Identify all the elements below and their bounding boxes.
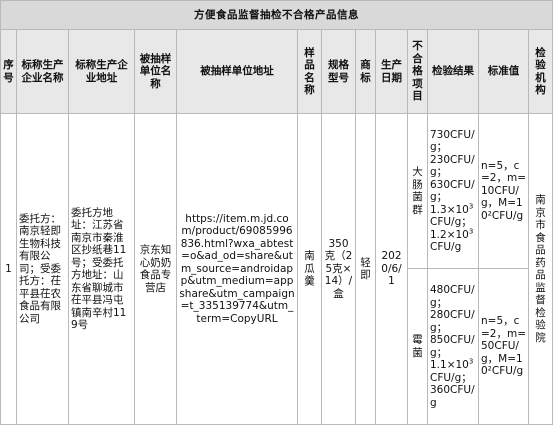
cell-producer-name: 委托方：南京轻即生物科技有限公司；受委托方：茌平县茌农食品有限公司: [16, 113, 69, 425]
cell-result-mold: 480CFU/g； 280CFU/g； 850CFU/g； 1.1×103 CF…: [427, 268, 479, 425]
header-institution: 检验机构: [527, 29, 553, 114]
cell-index: 1: [0, 113, 17, 425]
cell-item-mold: 霉菌: [407, 268, 428, 425]
cell-sampled-address: https://item.m.jd.com/product/6908599683…: [176, 113, 298, 425]
cell-producer-address: 委托方地址：江苏省南京市秦淮区抄纸巷11号；受委托方地址：山东省聊城市茌平县冯屯…: [68, 113, 135, 425]
table-row: 霉菌 480CFU/g； 280CFU/g； 850CFU/g； 1.1×103…: [1, 268, 553, 425]
header-producer-address: 标称生产企业地址: [68, 29, 135, 114]
header-failed-item: 不合格项目: [407, 29, 428, 114]
result-value: CFU/g: [430, 241, 462, 253]
cell-sampled-name: 京东知心奶奶食品专营店: [134, 113, 177, 425]
result-exponent: 3: [468, 202, 474, 210]
result-value: 1.1×10: [430, 359, 469, 371]
result-value: 1.3×10: [430, 203, 469, 216]
header-standard: 标准值: [478, 29, 529, 114]
header-date: 生产日期: [375, 29, 408, 114]
table-title: 方便食品监督抽检不合格产品信息: [0, 0, 553, 30]
cell-spec: 350克（25克×14）/盒: [321, 113, 356, 425]
result-value: CFU/g；: [430, 216, 472, 228]
header-brand: 商标: [355, 29, 376, 114]
result-value: CFU/g；: [430, 371, 472, 384]
cell-institution: 南京市食品药品监督检验院: [527, 113, 553, 425]
result-exponent: 3: [468, 357, 474, 366]
result-value: 850CFU/g；: [430, 334, 475, 359]
cell-result-coliform: 730CFU/g； 230CFU/g； 630CFU/g； 1.3×103 CF…: [427, 113, 479, 269]
result-value: 730CFU/g；: [430, 128, 475, 154]
cell-standard-mold: n=5，c=2，m=50CFU/g，M=10²CFU/g: [478, 268, 529, 425]
cell-item-coliform: 大肠菌群: [407, 113, 428, 269]
cell-brand: 轻即: [355, 113, 376, 425]
result-value: 1.2×10: [430, 228, 469, 241]
header-spec: 规格型号: [321, 29, 356, 114]
header-sampled-address: 被抽样单位地址: [176, 29, 298, 114]
header-sampled-name: 被抽样单位名称: [134, 29, 177, 114]
table-row: 1 委托方：南京轻即生物科技有限公司；受委托方：茌平县茌农食品有限公司 委托方地…: [0, 113, 553, 425]
header-index: 序号: [0, 29, 17, 114]
cell-sample-name: 南瓜羹: [297, 113, 322, 425]
result-value: 360CFU/g: [430, 384, 475, 409]
result-value: 630CFU/g；: [430, 178, 475, 204]
header-producer-name: 标称生产企业名称: [16, 29, 69, 114]
cell-date: 2020/6/1: [375, 113, 408, 425]
result-value: 280CFU/g；: [430, 309, 475, 334]
header-result: 检验结果: [427, 29, 479, 114]
result-exponent: 3: [468, 227, 474, 235]
result-value: 480CFU/g；: [430, 284, 475, 309]
cell-standard-coliform: n=5，c=2，m=10CFU/g，M=10²CFU/g: [478, 113, 529, 269]
header-row: 序号 标称生产企业名称 标称生产企业地址 被抽样单位名称 被抽样单位地址 样品名…: [0, 29, 553, 114]
result-value: 230CFU/g；: [430, 153, 475, 179]
header-sample-name: 样品名称: [297, 29, 322, 114]
